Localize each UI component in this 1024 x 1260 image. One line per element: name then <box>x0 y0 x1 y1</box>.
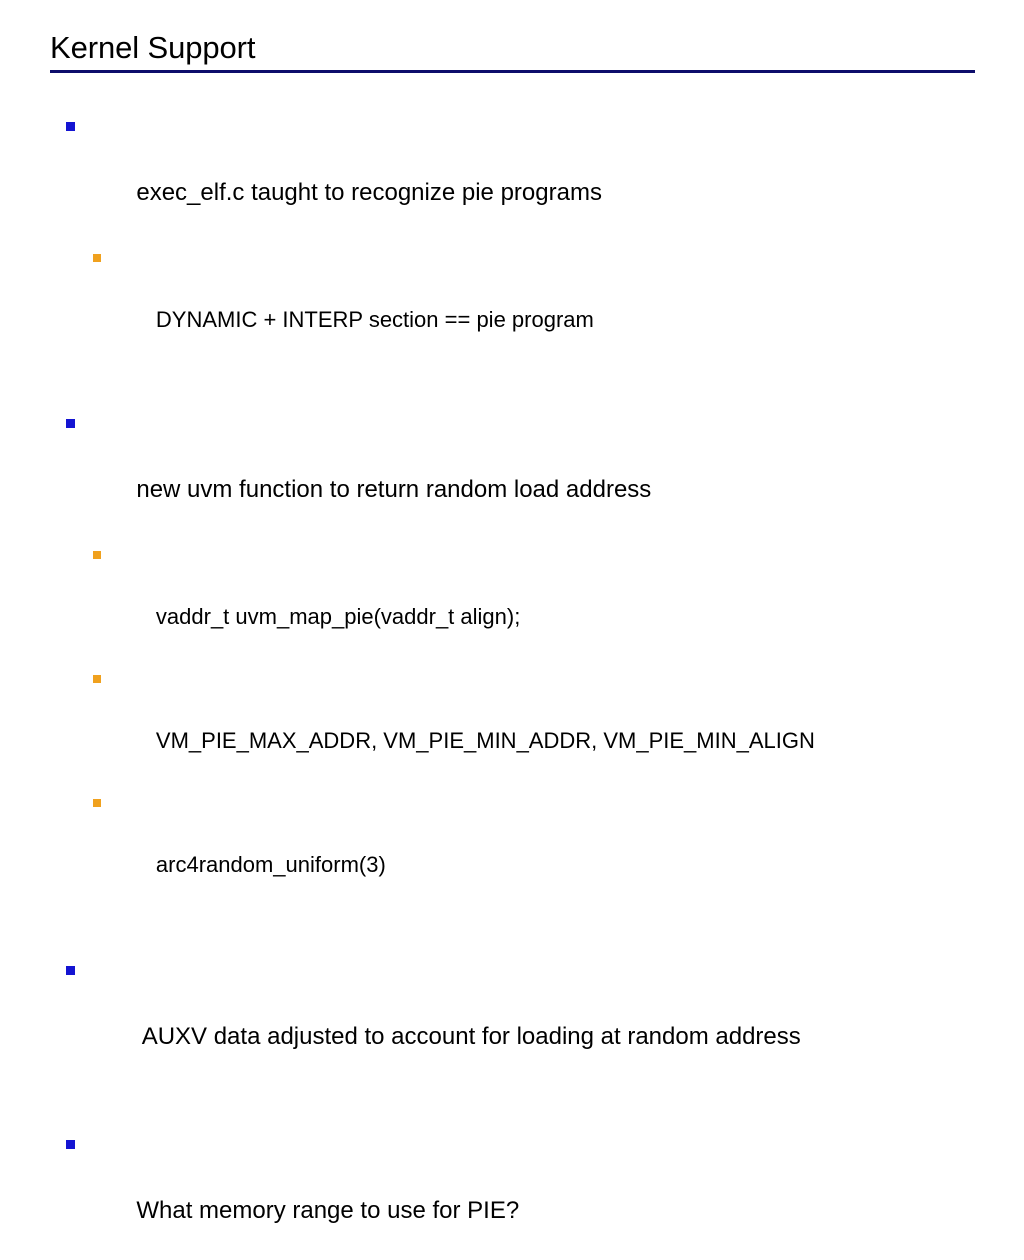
list-item-label: VM_PIE_MAX_ADDR, VM_PIE_MIN_ADDR, VM_PIE… <box>155 728 815 753</box>
list-item: arc4random_uniform(3) <box>0 787 1024 911</box>
list-item-label: What memory range to use for PIE? <box>136 1197 520 1224</box>
list-item-label: exec_elf.c taught to recognize pie progr… <box>136 179 602 206</box>
list-item: What memory range to use for PIE? <box>0 1128 1024 1260</box>
slide-canvas: Kernel Support exec_elf.c taught to reco… <box>50 30 976 1224</box>
list-item-label: new uvm function to return random load a… <box>136 476 652 503</box>
page-title: Kernel Support <box>50 30 256 65</box>
list-item: DYNAMIC + INTERP section == pie program <box>0 242 1024 366</box>
bullet-square-icon <box>66 122 75 131</box>
list-item: VM_PIE_MAX_ADDR, VM_PIE_MIN_ADDR, VM_PIE… <box>0 663 1024 787</box>
bullet-list: exec_elf.c taught to recognize pie progr… <box>0 110 1024 1260</box>
list-item: vaddr_t uvm_map_pie(vaddr_t align); <box>0 539 1024 663</box>
slide-body: exec_elf.c taught to recognize pie progr… <box>0 110 1024 1260</box>
list-item-label: DYNAMIC + INTERP section == pie program <box>155 307 594 332</box>
slide-header: Kernel Support <box>50 30 976 73</box>
list-item-label: arc4random_uniform(3) <box>155 852 386 877</box>
bullet-square-icon <box>66 1140 75 1149</box>
bullet-square-icon <box>93 675 101 683</box>
list-item: AUXV data adjusted to account for loadin… <box>0 954 1024 1086</box>
bullet-square-icon <box>93 551 101 559</box>
list-item-label: vaddr_t uvm_map_pie(vaddr_t align); <box>155 604 521 629</box>
bullet-square-icon <box>93 254 101 262</box>
bullet-square-icon <box>93 799 101 807</box>
bullet-square-icon <box>66 966 75 975</box>
list-item: exec_elf.c taught to recognize pie progr… <box>0 110 1024 242</box>
title-underline-rule <box>50 70 975 73</box>
bullet-square-icon <box>66 419 75 428</box>
list-item: new uvm function to return random load a… <box>0 407 1024 539</box>
list-item-label: AUXV data adjusted to account for loadin… <box>136 1023 801 1050</box>
